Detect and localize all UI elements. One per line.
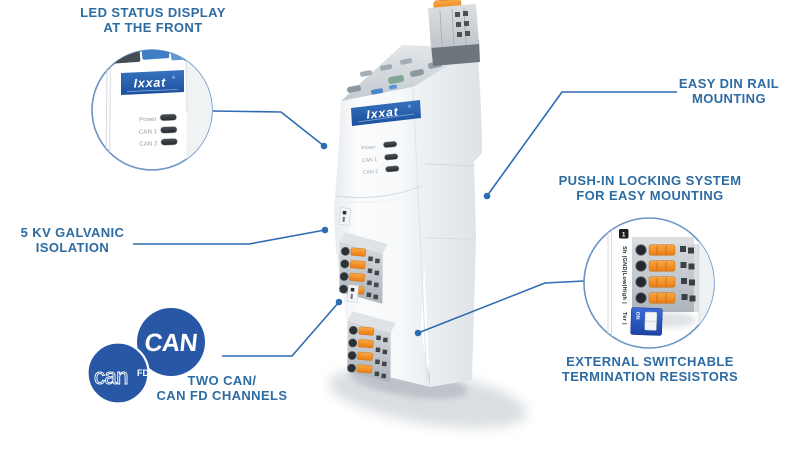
led-can1 [384,153,399,161]
can-logo-text: CAN [143,329,199,357]
can1-terminal-block [334,231,389,305]
device-brand-reg: ® [407,103,412,109]
inset-brand-banner: Ixxat ® [121,70,184,95]
inset-led-can1 [160,126,178,134]
callout-termination: EXTERNAL SWITCHABLE TERMINATION RESISTOR… [540,354,760,384]
callout-galvanic-line1: 5 KV GALVANIC [20,225,125,240]
dip-on-label: ON [634,312,640,320]
inset-led-display: Ixxat ® Power CAN 1 CAN 2 [91,49,213,171]
leader-led-status [212,110,325,147]
inset-terminal-block [632,237,699,312]
can-fd-logo: can FD [86,341,150,405]
inset-led-label-can1: CAN 1 [139,128,158,136]
inset-port-number-icon [619,229,629,239]
inset-top-connector-blue [141,50,170,60]
callout-led-status-line1: LED STATUS DISPLAY [80,5,226,20]
callout-galvanic: 5 KV GALVANIC ISOLATION [0,225,145,255]
callout-channels-line1: TWO CAN/ [187,373,257,388]
leader-galvanic [133,229,326,245]
device-front-face [334,87,430,387]
callout-termination-line1: EXTERNAL SWITCHABLE [566,354,734,369]
led-can2 [385,165,400,173]
leader-dots [320,142,491,337]
inset-brand: Ixxat [133,75,166,90]
device-side-face [413,48,482,387]
led-label-can1: CAN 1 [362,157,378,164]
inset-led-rows: Power CAN 1 CAN 2 [139,113,178,148]
can2-terminal-block [342,310,397,384]
callout-push-in: PUSH-IN LOCKING SYSTEM FOR EASY MOUNTING [540,173,760,203]
inset-brand-reg: ® [172,74,176,80]
callout-din-rail: EASY DIN RAIL MOUNTING [629,76,800,106]
inset-led-label-power: Power [139,116,157,124]
inset-led-can2 [160,138,178,146]
leader-termination [417,280,585,334]
callout-termination-line2: TERMINATION RESISTORS [561,369,739,384]
can-device: Ixxat ® Power CAN 1 CAN 2 [334,0,482,387]
can-fd-logo-sup: FD [137,368,149,378]
inset-pin-labels: Sh |GND|Low|High | [621,246,627,304]
callout-push-in-line2: FOR EASY MOUNTING [576,188,724,203]
inset-port-number: 1 [622,232,626,239]
can-fd-logo-text: can [94,364,128,389]
callout-din-rail-line2: MOUNTING [692,91,766,106]
inset-top-connector-dark [103,50,141,65]
callout-led-status: LED STATUS DISPLAY AT THE FRONT [38,5,268,35]
dip-switch: ON [630,307,663,336]
can-logo: CAN [137,308,205,376]
callout-din-rail-line1: EASY DIN RAIL [678,76,780,91]
leader-channels [222,301,340,357]
led-power [383,141,398,148]
led-status-block: Power CAN 1 CAN 2 [361,141,400,176]
led-label-power: Power [361,144,376,151]
brand-banner: Ixxat ® [351,100,421,126]
callout-led-status-line2: AT THE FRONT [103,20,203,35]
port-label-strip [346,284,359,303]
power-connector [428,0,480,66]
inset-ter-label: Ter | [621,312,627,325]
port-label-strip [338,207,351,226]
inset-termination: 1 Sh |GND|Low|High | Ter | [583,217,715,349]
led-label-can2: CAN 2 [363,169,379,176]
callout-channels-line2: CAN FD CHANNELS [156,388,288,403]
leader-lines [133,91,677,357]
inset-led-label-can2: CAN 2 [139,140,158,148]
callout-galvanic-line2: ISOLATION [35,240,110,255]
callout-push-in-line1: PUSH-IN LOCKING SYSTEM [558,173,742,188]
inset-led-power [159,113,177,121]
leader-din-rail [486,91,677,197]
callout-channels: TWO CAN/ CAN FD CHANNELS [147,373,297,403]
